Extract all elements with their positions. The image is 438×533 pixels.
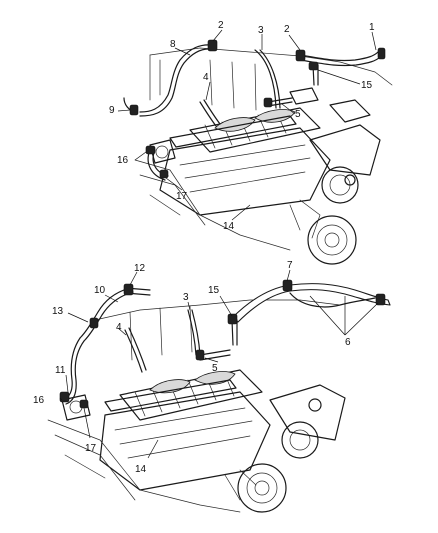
bottom-clamps	[59, 279, 386, 409]
callout: 8	[170, 39, 176, 50]
callout: 4	[116, 322, 122, 333]
callout: 11	[55, 365, 66, 376]
callout: 10	[94, 285, 106, 296]
callout: 1	[369, 22, 375, 33]
callout: 3	[258, 25, 264, 36]
callout: 15	[208, 285, 220, 296]
callout: 17	[85, 443, 97, 454]
top-callout-labels: 1 2 2 3 4 5 8 9 14 15 16 17	[109, 20, 375, 232]
callout: 13	[52, 306, 64, 317]
callout: 4	[203, 72, 209, 83]
callout: 2	[218, 20, 224, 31]
callout: 12	[134, 263, 146, 274]
bottom-leader-lines	[59, 269, 379, 459]
callout: 15	[361, 80, 373, 91]
callout: 7	[287, 260, 293, 271]
bottom-callout-labels: 3 4 5 6 7 10 11 12 13 14 15 16 17	[33, 260, 351, 475]
bottom-engine-assembly	[47, 299, 346, 513]
bottom-vacuum-hoses	[61, 283, 391, 405]
callout: 5	[295, 109, 301, 120]
callout: 16	[117, 155, 129, 166]
callout: 14	[135, 464, 147, 475]
callout: 3	[183, 292, 189, 303]
top-vacuum-hoses	[123, 44, 381, 181]
callout: 5	[212, 363, 218, 374]
callout: 2	[284, 24, 290, 35]
callout: 14	[223, 221, 235, 232]
top-engine-assembly	[134, 47, 393, 265]
top-leader-lines	[117, 29, 377, 221]
callout: 16	[33, 395, 45, 406]
callout: 17	[176, 191, 188, 202]
callout: 9	[109, 105, 115, 116]
top-clamps	[129, 39, 386, 179]
callout: 6	[345, 337, 351, 348]
